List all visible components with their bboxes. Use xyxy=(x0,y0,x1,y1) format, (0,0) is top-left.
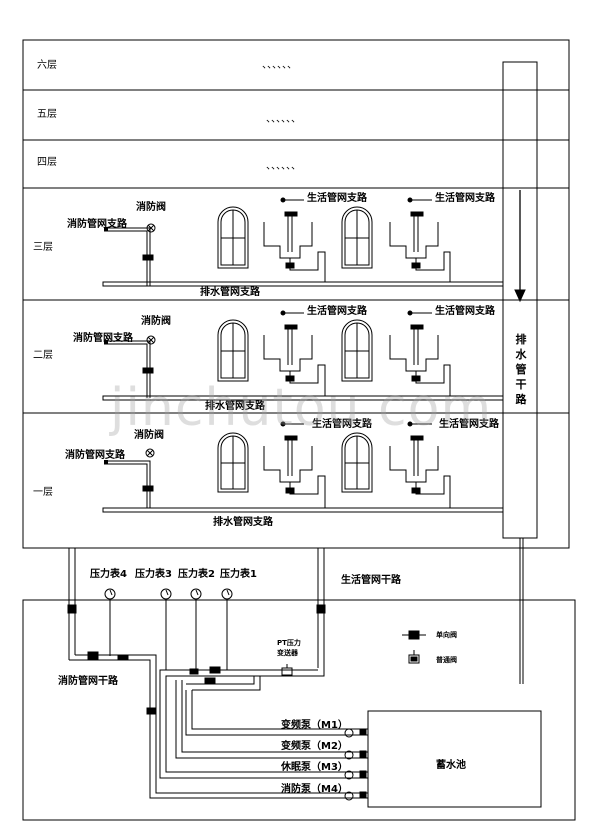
gauge-1-label: 压力表1 xyxy=(220,569,257,580)
fire-trunk-label: 消防管网干路 xyxy=(58,676,118,687)
life-branch-label: 生活管网支路 xyxy=(435,306,495,317)
pt-transmitter-label-1: PT压力 xyxy=(277,639,301,647)
floor-1-fixtures xyxy=(102,421,504,513)
floor-label-3: 三层 xyxy=(33,242,53,253)
fire-branch-label: 消防管网支路 xyxy=(67,219,127,230)
floor-label-1: 一层 xyxy=(33,487,53,498)
fire-valve-label: 消防阀 xyxy=(141,316,171,327)
fire-branch-label: 消防管网支路 xyxy=(65,450,125,461)
life-branch-label: 生活管网支路 xyxy=(312,419,372,430)
pump-m4-label: 消防泵（M4） xyxy=(281,784,348,795)
pt-transmitter-label-2: 变送器 xyxy=(277,649,298,657)
pump-m2-label: 变频泵（M2） xyxy=(281,741,348,752)
fire-valve-label: 消防阀 xyxy=(134,430,164,441)
drain-branch-pipe xyxy=(102,395,504,401)
building-outline xyxy=(22,39,570,549)
drain-branch-pipe xyxy=(102,281,504,287)
check-valve-legend: 单向阀 xyxy=(436,631,457,639)
drain-branch-label: 排水管网支路 xyxy=(200,287,260,298)
watermark: jinchutou.com xyxy=(110,378,493,438)
tank-label: 蓄水池 xyxy=(436,760,466,771)
life-branch-label: 生活管网支路 xyxy=(435,193,495,204)
fire-branch-label: 消防管网支路 xyxy=(73,333,133,344)
life-branch-label: 生活管网支路 xyxy=(439,419,499,430)
floor-2-fixtures xyxy=(102,310,504,401)
gauge-3-label: 压力表3 xyxy=(135,569,172,580)
floor-4-dots: 、、、、、、 xyxy=(266,161,301,172)
flow-arrow xyxy=(514,289,526,303)
pump-room-outline xyxy=(22,599,576,821)
drain-branch-label: 排水管网支路 xyxy=(213,517,273,528)
pump-m3-label: 休眠泵（M3） xyxy=(281,762,348,773)
life-trunk-label: 生活管网干路 xyxy=(341,575,401,586)
water-tank xyxy=(367,710,542,808)
floor-3-fixtures xyxy=(102,197,504,287)
drain-branch-pipe xyxy=(102,507,504,513)
branch-valves xyxy=(104,227,108,464)
floor-5-dots: 、、、、、、 xyxy=(266,114,301,125)
floor-label-2: 二层 xyxy=(33,350,53,361)
supply-risers xyxy=(67,548,326,668)
fire-valve-label: 消防阀 xyxy=(136,202,166,213)
drain-trunk-label: 排水管干路 xyxy=(515,333,527,406)
pump-m1-label: 变频泵（M1） xyxy=(281,720,348,731)
pump-room-piping xyxy=(69,588,426,801)
drain-branch-label: 排水管网支路 xyxy=(205,401,265,412)
normal-valve-legend: 普通阀 xyxy=(436,656,457,664)
floor-label-5: 五层 xyxy=(37,109,57,120)
floor-6-dots: 、、、、、、 xyxy=(262,60,297,71)
life-branch-label: 生活管网支路 xyxy=(307,306,367,317)
floor-label-6: 六层 xyxy=(37,60,57,71)
gauge-2-label: 压力表2 xyxy=(178,569,215,580)
life-branch-label: 生活管网支路 xyxy=(307,193,367,204)
gauge-4-label: 压力表4 xyxy=(90,569,127,580)
floor-label-4: 四层 xyxy=(37,157,57,168)
